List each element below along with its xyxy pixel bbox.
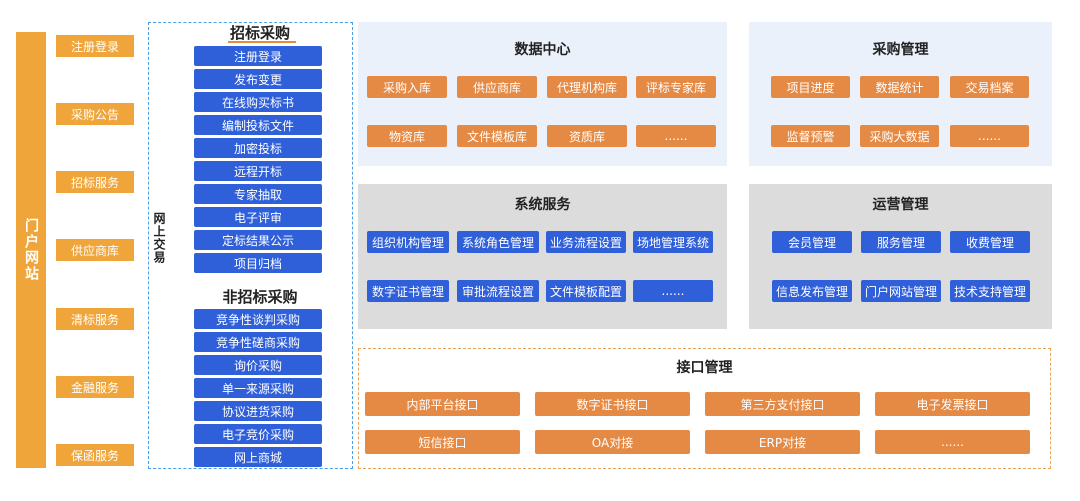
bidding-title-underline: [228, 41, 296, 43]
system-service-item-approval[interactable]: 审批流程设置: [457, 280, 539, 302]
system-service-item-venue[interactable]: 场地管理系统: [633, 231, 713, 253]
interface-item-sms[interactable]: 短信接口: [365, 430, 520, 454]
nonbidding-item-mall[interactable]: 网上商城: [194, 447, 322, 467]
bidding-item-prepare[interactable]: 编制投标文件: [194, 115, 322, 135]
interface-item-invoice[interactable]: 电子发票接口: [875, 392, 1030, 416]
system-service-item-more[interactable]: ......: [633, 280, 713, 302]
bidding-item-remote-open[interactable]: 远程开标: [194, 161, 322, 181]
ops-mgmt-item-portal[interactable]: 门户网站管理: [861, 280, 941, 302]
portal-bar: 门户网站: [16, 32, 46, 468]
nonbidding-item-inquiry[interactable]: 询价采购: [194, 355, 322, 375]
data-center-item-template[interactable]: 文件模板库: [457, 125, 537, 147]
purchase-mgmt-item-warning[interactable]: 监督预警: [771, 125, 850, 147]
ops-mgmt-title: 运营管理: [872, 197, 929, 213]
data-center-item-purchase-in[interactable]: 采购入库: [367, 76, 447, 98]
interface-item-erp[interactable]: ERP对接: [705, 430, 860, 454]
portal-item-bidding[interactable]: 招标服务: [56, 171, 134, 193]
ops-mgmt-item-info[interactable]: 信息发布管理: [772, 280, 852, 302]
portal-item-announce[interactable]: 采购公告: [56, 103, 134, 125]
interface-item-more[interactable]: ......: [875, 430, 1030, 454]
purchase-mgmt-title: 采购管理: [872, 42, 929, 58]
bidding-item-publish[interactable]: 发布变更: [194, 69, 322, 89]
portal-item-supplier[interactable]: 供应商库: [56, 239, 134, 261]
ops-mgmt-panel: [749, 184, 1052, 329]
bidding-title: 招标采购: [229, 23, 290, 42]
online-trade-label: 网上交易: [152, 212, 166, 264]
bidding-item-result[interactable]: 定标结果公示: [194, 230, 322, 250]
system-service-panel: [358, 184, 727, 329]
data-center-item-more[interactable]: ......: [636, 125, 716, 147]
nonbidding-title: 非招标采购: [222, 287, 298, 306]
ops-mgmt-item-fee[interactable]: 收费管理: [950, 231, 1030, 253]
system-service-item-org[interactable]: 组织机构管理: [367, 231, 449, 253]
bidding-item-archive[interactable]: 项目归档: [194, 253, 322, 273]
system-service-title: 系统服务: [514, 197, 571, 213]
nonbidding-item-auction[interactable]: 电子竞价采购: [194, 424, 322, 444]
interface-mgmt-panel: [358, 348, 1051, 469]
purchase-mgmt-item-stats[interactable]: 数据统计: [860, 76, 939, 98]
system-service-item-cert[interactable]: 数字证书管理: [367, 280, 449, 302]
portal-item-finance[interactable]: 金融服务: [56, 376, 134, 398]
interface-item-oa[interactable]: OA对接: [535, 430, 690, 454]
online-trade-box: [148, 22, 353, 469]
data-center-item-supplier[interactable]: 供应商库: [457, 76, 537, 98]
data-center-item-qualification[interactable]: 资质库: [547, 125, 627, 147]
ops-mgmt-item-support[interactable]: 技术支持管理: [950, 280, 1030, 302]
interface-item-payment[interactable]: 第三方支付接口: [705, 392, 860, 416]
data-center-title: 数据中心: [514, 42, 571, 58]
system-service-item-role[interactable]: 系统角色管理: [457, 231, 539, 253]
bidding-item-expert[interactable]: 专家抽取: [194, 184, 322, 204]
portal-title: 门户网站: [23, 218, 39, 282]
nonbidding-item-consultation[interactable]: 竞争性磋商采购: [194, 332, 322, 352]
data-center-item-agency[interactable]: 代理机构库: [547, 76, 627, 98]
interface-mgmt-title: 接口管理: [676, 360, 733, 376]
nonbidding-item-agreement[interactable]: 协议进货采购: [194, 401, 322, 421]
bidding-item-review[interactable]: 电子评审: [194, 207, 322, 227]
nonbidding-item-single[interactable]: 单一来源采购: [194, 378, 322, 398]
interface-item-internal[interactable]: 内部平台接口: [365, 392, 520, 416]
bidding-item-register[interactable]: 注册登录: [194, 46, 322, 66]
data-center-item-material[interactable]: 物资库: [367, 125, 447, 147]
data-center-item-expert[interactable]: 评标专家库: [636, 76, 716, 98]
portal-item-guarantee[interactable]: 保函服务: [56, 444, 134, 466]
interface-item-cert[interactable]: 数字证书接口: [535, 392, 690, 416]
ops-mgmt-item-service[interactable]: 服务管理: [861, 231, 941, 253]
ops-mgmt-item-member[interactable]: 会员管理: [772, 231, 852, 253]
purchase-mgmt-item-bigdata[interactable]: 采购大数据: [860, 125, 939, 147]
system-service-item-workflow[interactable]: 业务流程设置: [546, 231, 626, 253]
purchase-mgmt-item-archive[interactable]: 交易档案: [950, 76, 1029, 98]
purchase-mgmt-item-more[interactable]: ......: [950, 125, 1029, 147]
portal-item-clearing[interactable]: 清标服务: [56, 308, 134, 330]
purchase-mgmt-item-progress[interactable]: 项目进度: [771, 76, 850, 98]
system-service-item-template[interactable]: 文件模板配置: [546, 280, 626, 302]
bidding-item-encrypt[interactable]: 加密投标: [194, 138, 322, 158]
nonbidding-item-negotiation[interactable]: 竞争性谈判采购: [194, 309, 322, 329]
portal-item-register[interactable]: 注册登录: [56, 35, 134, 57]
bidding-item-buy-doc[interactable]: 在线购买标书: [194, 92, 322, 112]
